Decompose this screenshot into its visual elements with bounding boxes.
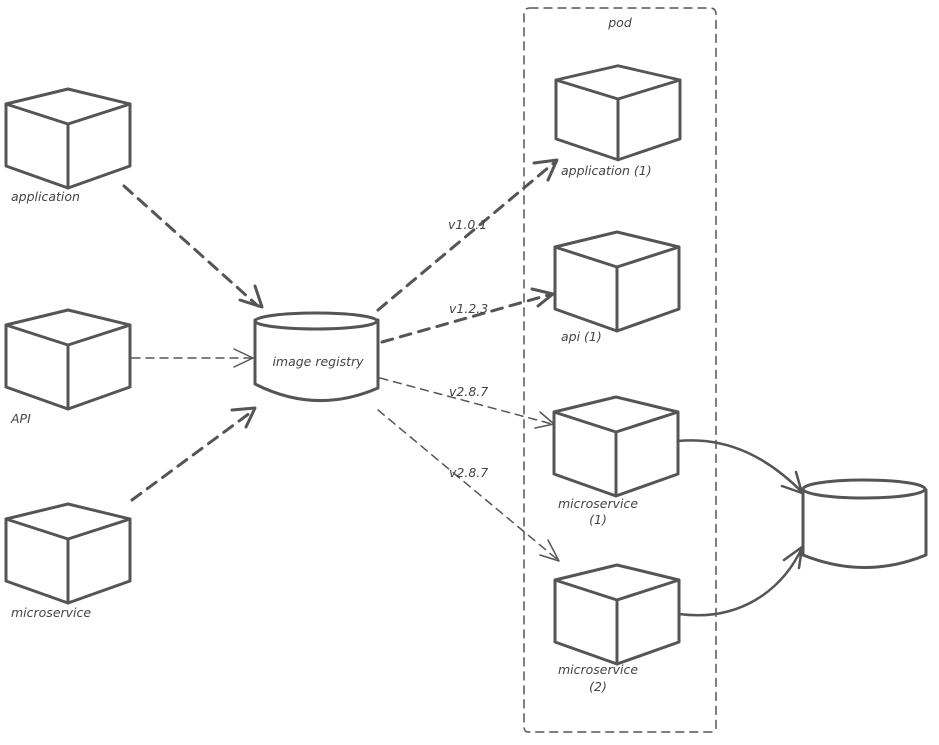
edge-registry-to-microservice-2[interactable]: v2.8.7	[377, 409, 560, 562]
cube-icon	[553, 563, 681, 666]
node-microservice-2[interactable]: microservice (2)	[553, 563, 681, 694]
cylinder-icon	[801, 478, 928, 569]
edge-microservice-2-to-database[interactable]	[677, 545, 804, 617]
node-database[interactable]	[801, 478, 928, 569]
cube-icon	[554, 64, 682, 162]
node-application[interactable]: application	[4, 87, 132, 204]
cube-icon	[4, 502, 132, 605]
pod-label: pod	[607, 15, 632, 30]
node-label: API	[10, 411, 31, 426]
edge-registry-to-api-1[interactable]: v1.2.3	[380, 287, 555, 344]
edge-label-v2-8-7-a: v2.8.7	[449, 384, 488, 399]
node-label-line2: (1)	[589, 512, 607, 527]
node-microservice[interactable]: microservice	[4, 502, 132, 620]
edge-label-v1-0-1: v1.0.1	[448, 217, 487, 232]
node-api-1[interactable]: api (1)	[553, 230, 681, 344]
node-label: microservice	[11, 605, 91, 620]
node-label-line1: microservice	[558, 662, 638, 677]
node-image-registry[interactable]: image registry	[253, 311, 380, 402]
node-label: image registry	[272, 354, 364, 369]
cube-icon	[4, 87, 132, 190]
edge-application-to-registry[interactable]	[122, 184, 264, 309]
node-label: api (1)	[561, 329, 602, 344]
node-label-line1: microservice	[558, 496, 638, 511]
node-label: application (1)	[561, 163, 652, 178]
node-api[interactable]: API	[4, 308, 132, 426]
node-application-1[interactable]: application (1)	[554, 64, 682, 178]
edge-api-to-registry[interactable]	[131, 348, 254, 368]
node-label: application	[11, 189, 80, 204]
edge-registry-to-application-1[interactable]: v1.0.1	[376, 158, 559, 312]
node-microservice-1[interactable]: microservice (1)	[552, 395, 680, 527]
cube-icon	[552, 395, 680, 498]
edge-label-v2-8-7-b: v2.8.7	[449, 465, 488, 480]
edge-microservice-to-registry[interactable]	[130, 406, 257, 502]
node-label-line2: (2)	[589, 679, 607, 694]
pod-boundary[interactable]: pod	[523, 7, 717, 733]
cylinder-icon	[253, 311, 380, 402]
cube-icon	[4, 308, 132, 411]
cube-icon	[553, 230, 681, 333]
edge-registry-to-microservice-1[interactable]: v2.8.7	[379, 377, 555, 429]
edge-label-v1-2-3: v1.2.3	[449, 301, 488, 316]
edge-microservice-1-to-database[interactable]	[676, 439, 804, 495]
